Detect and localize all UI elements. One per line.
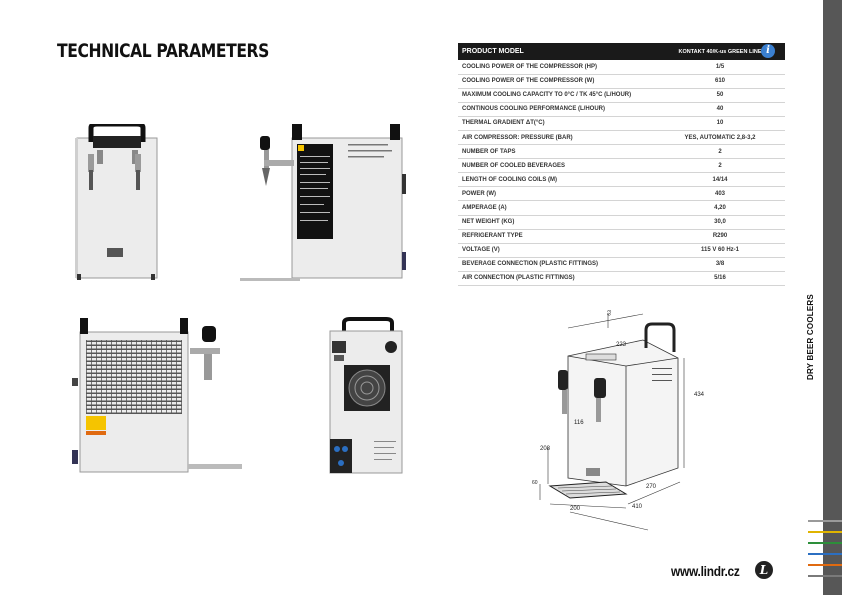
rear-ventilation-grille [86, 340, 182, 414]
dim-116: 116 [574, 420, 584, 426]
footer-url[interactable]: www.lindr.cz [671, 563, 740, 579]
spec-row: COOLING POWER OF THE COMPRESSOR (HP)1/5 [458, 60, 785, 75]
spec-row: BEVERAGE CONNECTION (PLASTIC FITTINGS)3/… [458, 257, 785, 272]
dim-208: 208 [540, 446, 551, 452]
front-view-svg [75, 121, 158, 280]
spec-value: 14/14 [655, 172, 785, 188]
spec-value: 610 [655, 74, 785, 89]
spec-label: AMPERAGE (A) [458, 200, 655, 216]
dim-410: 410 [632, 504, 643, 510]
spec-header-label: PRODUCT MODEL [458, 43, 655, 60]
spec-value: YES, AUTOMATIC 2,8-3,2 [655, 130, 785, 146]
rear-view-drawing [72, 318, 242, 476]
spec-label: MAXIMUM COOLING CAPACITY TO 0°C / TK 45°… [458, 88, 655, 103]
page-title: TECHNICAL PARAMETERS [57, 40, 269, 62]
spec-value: 50 [655, 88, 785, 103]
spec-value: 2 [655, 144, 785, 160]
dim-60: 60 [532, 480, 538, 486]
spec-row: VOLTAGE (V)115 V 60 Hz-1 [458, 243, 785, 258]
dim-200: 200 [570, 506, 581, 512]
side-view-svg [240, 124, 406, 281]
spec-value: 30,0 [655, 215, 785, 230]
info-icon[interactable]: i [761, 44, 775, 58]
spec-label: COOLING POWER OF THE COMPRESSOR (W) [458, 74, 655, 89]
spec-row: AIR CONNECTION (PLASTIC FITTINGS)5/16 [458, 271, 785, 287]
spec-label: LENGTH OF COOLING COILS (M) [458, 172, 655, 188]
dim-270: 270 [646, 484, 657, 490]
spec-row: COOLING POWER OF THE COMPRESSOR (W)610 [458, 74, 785, 89]
spec-value: 403 [655, 186, 785, 202]
spec-value: 5/16 [655, 271, 785, 287]
spec-label: REFRIGERANT TYPE [458, 229, 655, 244]
spec-header-model: KONTAKT 40/K-us GREEN LINE [655, 43, 785, 60]
spec-label: CONTINOUS COOLING PERFORMANCE (L/HOUR) [458, 102, 655, 117]
spec-row: CONTINOUS COOLING PERFORMANCE (L/HOUR)40 [458, 102, 785, 117]
side-bar [823, 0, 842, 595]
spec-value: 1/5 [655, 60, 785, 75]
spec-value: 115 V 60 Hz-1 [655, 243, 785, 258]
dimension-drawing: 63 223 434 116 208 60 270 200 410 [528, 308, 714, 536]
dim-223: 223 [616, 342, 627, 348]
spec-label: NUMBER OF COOLED BEVERAGES [458, 158, 655, 174]
spec-row: MAXIMUM COOLING CAPACITY TO 0°C / TK 45°… [458, 88, 785, 103]
spec-header-row: PRODUCT MODEL KONTAKT 40/K-us GREEN LINE [458, 43, 785, 60]
front-view-drawing [75, 121, 160, 282]
spec-label: THERMAL GRADIENT ΔT(°C) [458, 116, 655, 131]
color-line [808, 520, 842, 522]
spec-label: AIR COMPRESSOR: PRESSURE (BAR) [458, 130, 655, 146]
back-panel-svg [329, 317, 403, 474]
side-section-label-text: DRY BEER COOLERS [806, 294, 815, 380]
spec-row: AMPERAGE (A)4,20 [458, 200, 785, 216]
color-line [808, 553, 842, 555]
spec-value: 2 [655, 158, 785, 174]
spec-row: LENGTH OF COOLING COILS (M)14/14 [458, 172, 785, 188]
back-panel-drawing [328, 317, 406, 475]
spec-value: 40 [655, 102, 785, 117]
lindr-logo-icon: L [755, 561, 773, 579]
spec-value: 10 [655, 116, 785, 131]
spec-row: POWER (W)403 [458, 186, 785, 202]
spec-row: AIR COMPRESSOR: PRESSURE (BAR)YES, AUTOM… [458, 130, 785, 146]
spec-label: COOLING POWER OF THE COMPRESSOR (HP) [458, 60, 655, 75]
spec-value: 3/8 [655, 257, 785, 272]
dim-434: 434 [694, 392, 705, 398]
side-view-drawing [240, 124, 410, 286]
color-line [808, 531, 842, 533]
spec-label: NET WEIGHT (KG) [458, 215, 655, 230]
color-line [808, 575, 842, 577]
spec-label: POWER (W) [458, 186, 655, 202]
spec-label: VOLTAGE (V) [458, 243, 655, 258]
spec-table: PRODUCT MODEL KONTAKT 40/K-us GREEN LINE… [458, 43, 785, 287]
spec-value: 4,20 [655, 200, 785, 216]
spec-label: BEVERAGE CONNECTION (PLASTIC FITTINGS) [458, 257, 655, 272]
spec-value: R290 [655, 229, 785, 244]
spec-row: NET WEIGHT (KG)30,0 [458, 215, 785, 230]
dim-63: 63 [606, 309, 614, 317]
spec-label: NUMBER OF TAPS [458, 144, 655, 160]
color-lines [808, 520, 842, 586]
spec-row: THERMAL GRADIENT ΔT(°C)10 [458, 116, 785, 131]
spec-label: AIR CONNECTION (PLASTIC FITTINGS) [458, 271, 655, 287]
dimension-svg [539, 313, 685, 531]
color-line [808, 542, 842, 544]
color-line [808, 564, 842, 566]
side-section-label: DRY BEER COOLERS [806, 294, 820, 380]
